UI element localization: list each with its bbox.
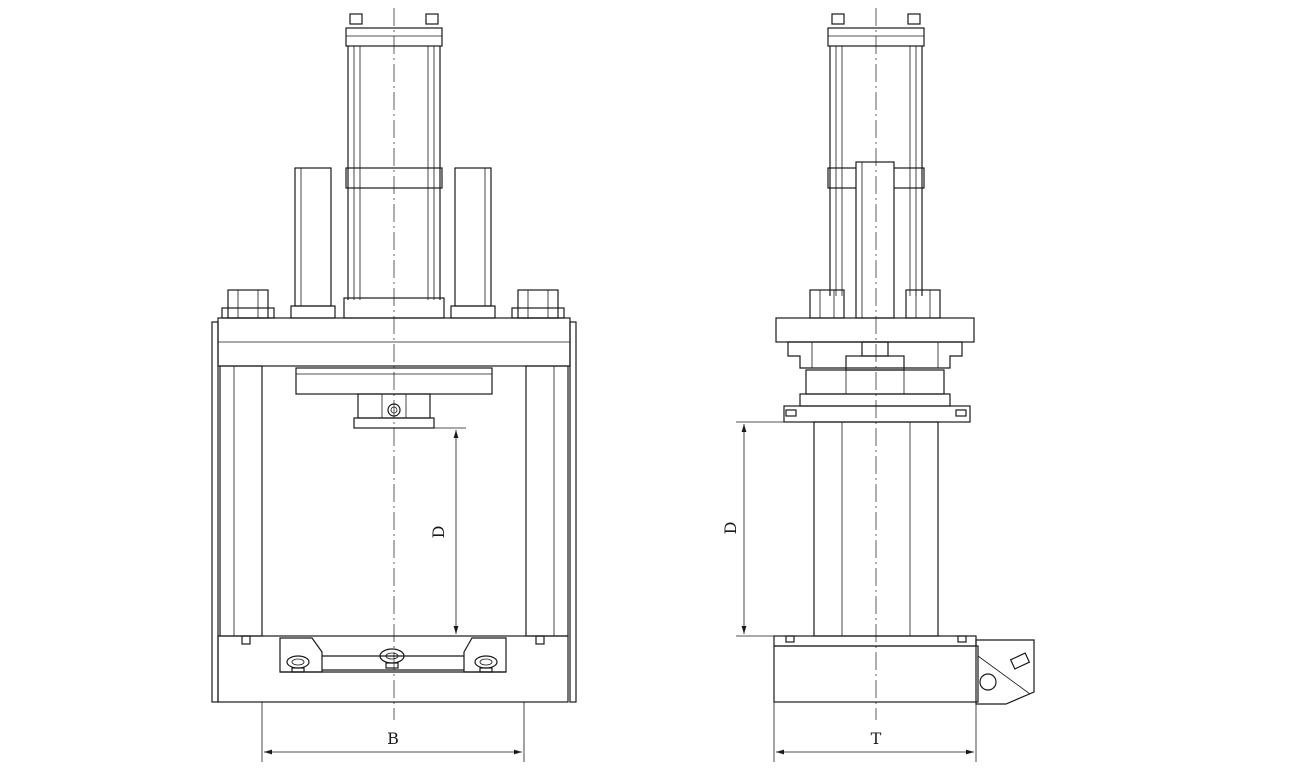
side-base-port	[979, 673, 997, 691]
front-view: D B	[211, 8, 577, 762]
front-top-nuts	[349, 13, 439, 25]
side-top-nuts	[831, 13, 921, 25]
side-top-plate	[775, 317, 975, 369]
side-dim-d-label: D	[721, 522, 740, 535]
side-view: D T	[721, 8, 1035, 762]
front-guide-posts	[290, 167, 496, 319]
side-dimension-d: D	[721, 421, 784, 637]
front-fixture-bolts	[286, 648, 498, 673]
front-dimension-d: D	[429, 427, 466, 634]
front-hex-nuts	[221, 289, 565, 319]
side-dimension-t: T	[773, 702, 977, 762]
front-dim-d-label: D	[429, 526, 448, 539]
side-press-head	[783, 341, 971, 423]
front-dimension-b: B	[261, 702, 525, 762]
front-base	[217, 635, 569, 703]
side-cylinder-body	[827, 46, 925, 319]
front-top-plate	[211, 317, 577, 703]
side-base	[773, 635, 1035, 705]
front-columns	[219, 365, 569, 637]
front-dim-b-label: B	[387, 729, 399, 748]
side-dim-t-label: T	[871, 729, 882, 748]
